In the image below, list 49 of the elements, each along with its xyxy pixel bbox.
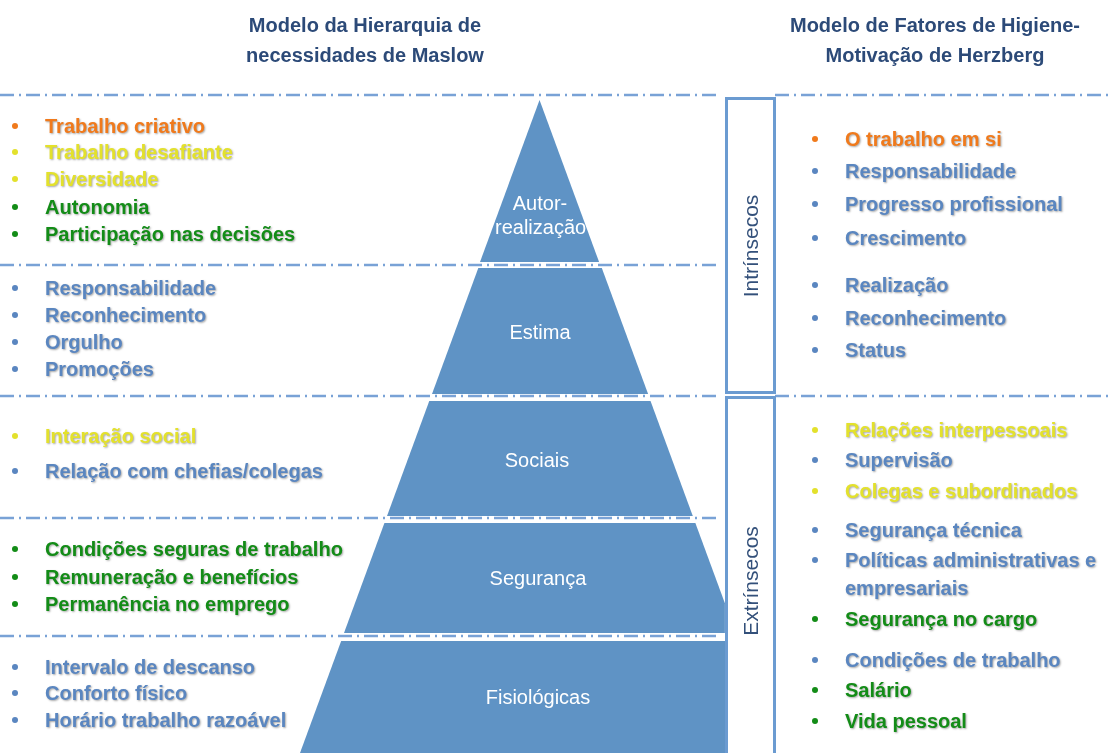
list-item: Segurança técnica <box>845 518 1022 543</box>
list-item: Horário trabalho razoável <box>45 708 287 733</box>
list-item: Crescimento <box>845 226 967 251</box>
list-item: Vida pessoal <box>845 709 967 734</box>
list-item: Relação com chefias/colegas <box>45 459 323 484</box>
list-item: Remuneração e benefícios <box>45 565 299 590</box>
level-label: Sociais <box>503 448 571 472</box>
list-item: Progresso profissional <box>845 192 1063 217</box>
list-item: Segurança no cargo <box>845 607 1038 632</box>
column-heading: Modelo da Hierarquia de necessidades de Maslow <box>245 13 485 68</box>
list-item: Interação social <box>45 424 197 449</box>
list-item: Participação nas decisões <box>45 222 296 247</box>
list-item: Reconhecimento <box>845 306 1007 331</box>
list-item: Trabalho criativo <box>45 114 206 139</box>
pyramid-level <box>387 401 693 516</box>
pyramid-level <box>431 268 649 394</box>
list-item: Supervisão <box>845 448 953 473</box>
list-item: O trabalho em si <box>845 127 1002 152</box>
pyramid-apex-level <box>480 100 600 262</box>
pyramid-level <box>344 523 725 633</box>
list-item: Relações interpessoais <box>845 418 1068 443</box>
category-box <box>725 396 776 753</box>
list-item: Diversidade <box>45 167 159 192</box>
level-label: Autor-realização <box>495 191 585 239</box>
list-item: Status <box>845 338 907 363</box>
list-item: Responsabilidade <box>45 276 217 301</box>
list-item: Conforto físico <box>45 681 188 706</box>
pyramid-level <box>300 641 725 753</box>
category-box <box>725 97 776 394</box>
list-item: Trabalho desafiante <box>45 140 233 165</box>
level-label: Segurança <box>488 566 588 590</box>
level-label: Estima <box>508 320 572 344</box>
list-item: Reconhecimento <box>45 303 207 328</box>
list-item: Salário <box>845 678 912 703</box>
list-item: Políticas administrativas e empresariais <box>845 548 1098 601</box>
level-label: Fisiológicas <box>484 685 592 709</box>
list-item: Colegas e subordinados <box>845 479 1078 504</box>
list-item: Permanência no emprego <box>45 592 290 617</box>
category-label: Extrínsecos <box>738 526 763 636</box>
list-item: Autonomia <box>45 195 150 220</box>
column-heading: Modelo de Fatores de Higiene-Motivação de Herzberg <box>788 13 1081 68</box>
list-item: Condições seguras de trabalho <box>45 537 343 562</box>
list-item: Intervalo de descanso <box>45 655 256 680</box>
list-item: Realização <box>845 273 949 298</box>
list-item: Orgulho <box>45 330 123 355</box>
list-item: Condições de trabalho <box>845 648 1061 673</box>
list-item: Responsabilidade <box>845 159 1017 184</box>
category-label: Intrínsecos <box>738 194 763 297</box>
list-item: Promoções <box>45 357 154 382</box>
